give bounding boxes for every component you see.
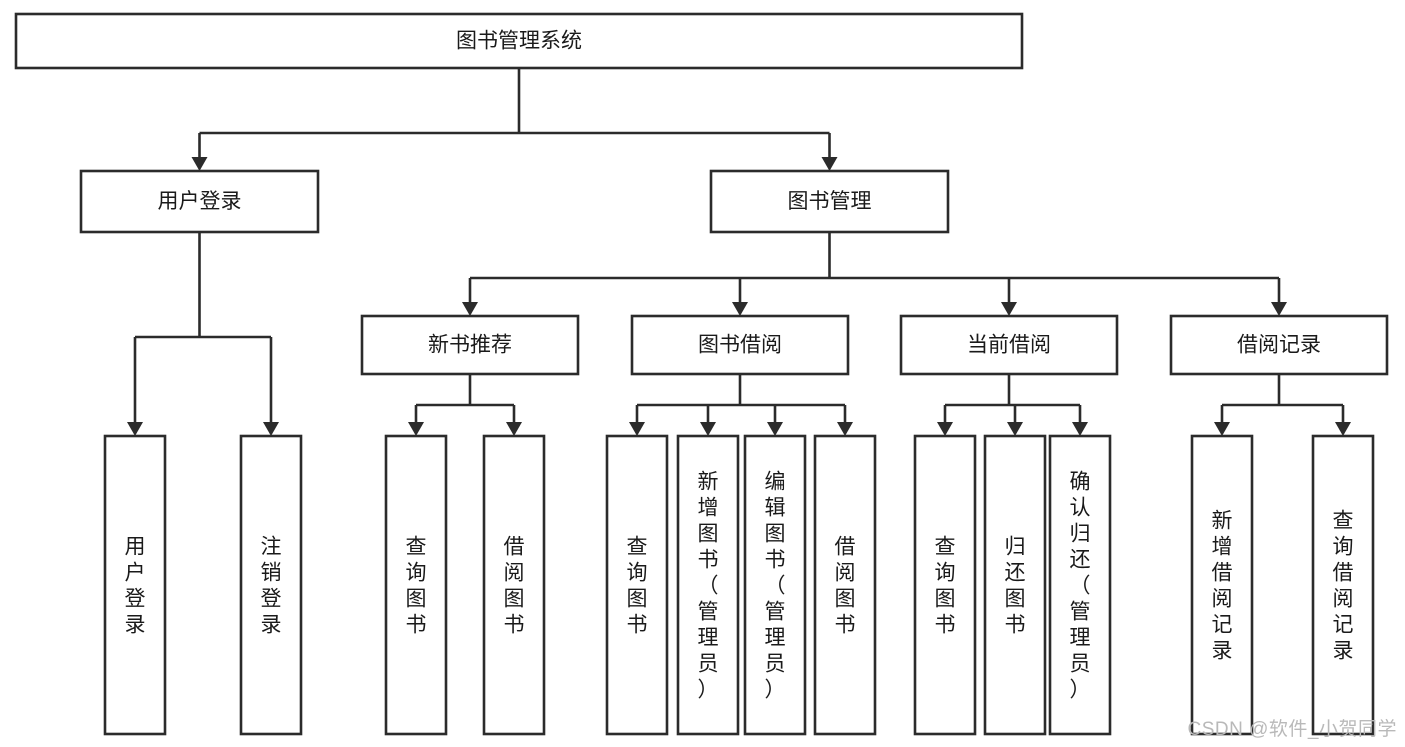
- node-level3-2-rect[interactable]: [899, 314, 1119, 376]
- leaf-arrow-2-0-arrowhead: [629, 422, 645, 436]
- leaf-arrow-3-2-arrowhead: [1072, 422, 1088, 436]
- node-leaf-12[interactable]: 查询借阅记录: [1311, 434, 1375, 736]
- node-leaf-10[interactable]: 确认归还（管理员）: [1048, 434, 1112, 736]
- node-level2-1-label: 图书管理: [788, 190, 872, 213]
- leaf-arrow-4-0-arrowhead: [1214, 422, 1230, 436]
- node-leaf-11-rect[interactable]: [1190, 434, 1254, 736]
- node-root[interactable]: 图书管理系统: [14, 12, 1024, 70]
- root-to-level2-0-arrowhead: [191, 157, 208, 171]
- node-leaf-3[interactable]: 借阅图书: [482, 434, 546, 736]
- leaf-arrow-1-1-arrowhead: [506, 422, 522, 436]
- node-level3-0-label: 新书推荐: [428, 334, 512, 357]
- node-level2-1-rect[interactable]: [709, 169, 950, 234]
- node-leaf-6-rect[interactable]: [743, 434, 807, 736]
- node-leaf-7-rect[interactable]: [813, 434, 877, 736]
- node-leaf-8-label: 查询图书: [935, 535, 956, 636]
- manage-to-level3-3-arrowhead: [1271, 302, 1287, 316]
- node-leaf-1-label: 注销登录: [261, 535, 282, 636]
- node-level2-0-label: 用户登录: [158, 190, 242, 213]
- node-leaf-2-rect[interactable]: [384, 434, 448, 736]
- node-level3-3-rect[interactable]: [1169, 314, 1389, 376]
- node-leaf-11-label: 新增借阅记录: [1212, 509, 1233, 662]
- node-leaf-12-rect[interactable]: [1311, 434, 1375, 736]
- node-leaf-12-label: 查询借阅记录: [1333, 509, 1354, 662]
- leaf-arrow-1-0-arrowhead: [408, 422, 424, 436]
- node-level3-0-rect[interactable]: [360, 314, 580, 376]
- node-leaf-7[interactable]: 借阅图书: [813, 434, 877, 736]
- node-level3-1-rect[interactable]: [630, 314, 850, 376]
- node-leaf-10-rect[interactable]: [1048, 434, 1112, 736]
- node-level3-0[interactable]: 新书推荐: [360, 314, 580, 376]
- node-level3-1[interactable]: 图书借阅: [630, 314, 850, 376]
- node-level2-0[interactable]: 用户登录: [79, 169, 320, 234]
- node-leaf-2-label: 查询图书: [406, 535, 427, 636]
- leaf-arrow-2-1-arrowhead: [700, 422, 716, 436]
- node-root-rect[interactable]: [14, 12, 1024, 70]
- node-leaf-0-label: 用户登录: [125, 535, 146, 636]
- node-leaf-9-label: 归还图书: [1005, 535, 1026, 636]
- leaf-arrow-3-1-arrowhead: [1007, 422, 1023, 436]
- leaf-arrow-4-1-arrowhead: [1335, 422, 1351, 436]
- node-leaf-0[interactable]: 用户登录: [103, 434, 167, 736]
- node-leaf-5-label: 新增图书（管理员）: [698, 470, 719, 701]
- node-leaf-7-label: 借阅图书: [835, 535, 856, 636]
- node-leaf-4-rect[interactable]: [605, 434, 669, 736]
- node-leaf-4-label: 查询图书: [627, 535, 648, 636]
- leaf-arrow-3-0-arrowhead: [937, 422, 953, 436]
- node-leaf-6-label: 编辑图书（管理员）: [765, 470, 786, 701]
- connector-lines: [127, 68, 1351, 436]
- node-leaf-5[interactable]: 新增图书（管理员）: [676, 434, 740, 736]
- node-leaf-8[interactable]: 查询图书: [913, 434, 977, 736]
- node-leaf-1[interactable]: 注销登录: [239, 434, 303, 736]
- root-to-level2-1-arrowhead: [821, 157, 838, 171]
- manage-to-level3-2-arrowhead: [1001, 302, 1017, 316]
- manage-to-level3-1-arrowhead: [732, 302, 748, 316]
- node-level2-1[interactable]: 图书管理: [709, 169, 950, 234]
- leaf-arrow-0-0-arrowhead: [127, 422, 143, 436]
- node-leaf-4[interactable]: 查询图书: [605, 434, 669, 736]
- node-level3-3[interactable]: 借阅记录: [1169, 314, 1389, 376]
- node-leaf-3-rect[interactable]: [482, 434, 546, 736]
- leaf-arrow-2-2-arrowhead: [767, 422, 783, 436]
- node-level3-1-label: 图书借阅: [698, 334, 782, 357]
- leaf-arrow-2-3-arrowhead: [837, 422, 853, 436]
- node-root-label: 图书管理系统: [456, 30, 582, 53]
- node-leaf-3-label: 借阅图书: [504, 535, 525, 636]
- node-leaf-11[interactable]: 新增借阅记录: [1190, 434, 1254, 736]
- node-level3-3-label: 借阅记录: [1237, 334, 1321, 357]
- node-leaf-8-rect[interactable]: [913, 434, 977, 736]
- leaf-arrow-0-1-arrowhead: [263, 422, 279, 436]
- node-leaf-10-label: 确认归还（管理员）: [1070, 470, 1091, 701]
- node-level2-0-rect[interactable]: [79, 169, 320, 234]
- node-boxes: 图书管理系统用户登录图书管理新书推荐图书借阅当前借阅借阅记录用户登录注销登录查询…: [14, 12, 1389, 736]
- node-leaf-6[interactable]: 编辑图书（管理员）: [743, 434, 807, 736]
- node-leaf-0-rect[interactable]: [103, 434, 167, 736]
- node-leaf-9[interactable]: 归还图书: [983, 434, 1047, 736]
- node-leaf-1-rect[interactable]: [239, 434, 303, 736]
- node-leaf-5-rect[interactable]: [676, 434, 740, 736]
- node-leaf-2[interactable]: 查询图书: [384, 434, 448, 736]
- manage-to-level3-0-arrowhead: [462, 302, 478, 316]
- node-level3-2[interactable]: 当前借阅: [899, 314, 1119, 376]
- node-leaf-9-rect[interactable]: [983, 434, 1047, 736]
- node-level3-2-label: 当前借阅: [967, 334, 1051, 357]
